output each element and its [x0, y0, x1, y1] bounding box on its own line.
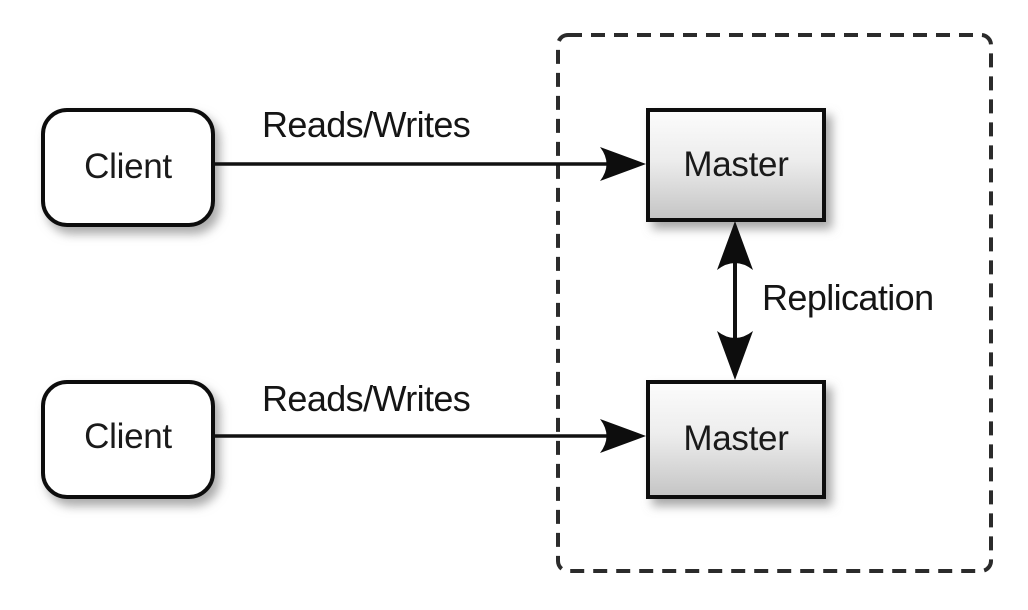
- node-master-top[interactable]: [646, 108, 826, 222]
- edge-client-top-to-master-top: [213, 147, 646, 181]
- node-label-master-bottom: Master: [683, 419, 789, 458]
- node-label-master-top: Master: [683, 145, 789, 184]
- edge-master-replication: [717, 221, 753, 380]
- replication-cluster-boundary: [556, 33, 993, 573]
- edge-label-replication: Replication: [762, 277, 934, 318]
- node-label-client-top: Client: [84, 147, 172, 186]
- node-master-bottom[interactable]: [646, 380, 826, 499]
- edge-client-bottom-to-master-bottom: [213, 419, 646, 453]
- edge-label-reads-writes-top: Reads/Writes: [262, 104, 471, 145]
- node-label-client-bottom: Client: [84, 417, 172, 456]
- edge-label-reads-writes-bottom: Reads/Writes: [262, 378, 471, 419]
- node-client-bottom[interactable]: [41, 380, 215, 499]
- node-client-top[interactable]: [41, 108, 215, 227]
